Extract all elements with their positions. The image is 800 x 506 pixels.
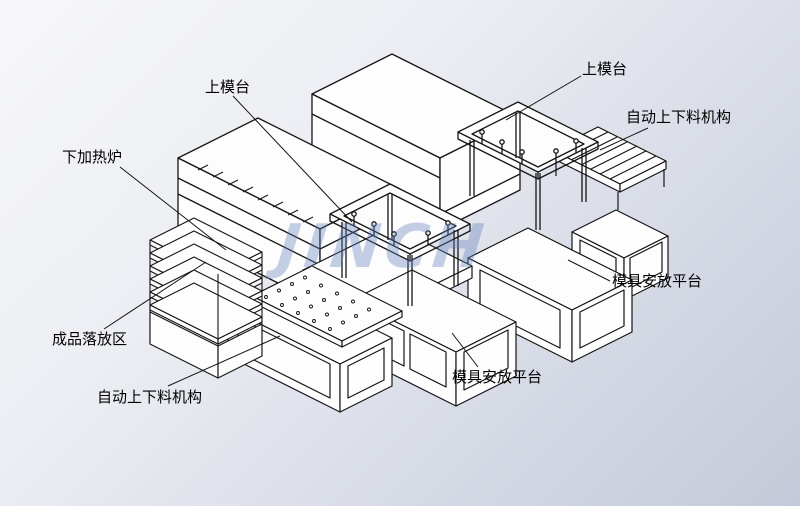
bolts-left-press <box>351 211 451 246</box>
bolts-right-press <box>479 129 579 164</box>
label-mold-platform-bottom: 模具安放平台 <box>452 368 543 386</box>
mold-platform-module-right <box>467 227 633 363</box>
label-upper-mold-left: 上模台 <box>205 78 251 96</box>
label-upper-mold-right: 上模台 <box>582 60 628 78</box>
leader-lines <box>103 75 649 387</box>
upper-mold-frame-right <box>457 101 599 230</box>
perforated-plate <box>251 265 403 348</box>
label-auto-loader-left: 自动上下料机构 <box>97 388 203 406</box>
label-finished-drop-area: 成品落放区 <box>52 330 128 348</box>
label-lower-heater: 下加热炉 <box>62 148 123 166</box>
upper-mold-frame-left <box>329 183 471 306</box>
label-mold-platform-right: 模具安放平台 <box>612 272 703 290</box>
finished-product-tray-stack <box>149 217 263 379</box>
label-auto-loader-right: 自动上下料机构 <box>626 108 732 126</box>
